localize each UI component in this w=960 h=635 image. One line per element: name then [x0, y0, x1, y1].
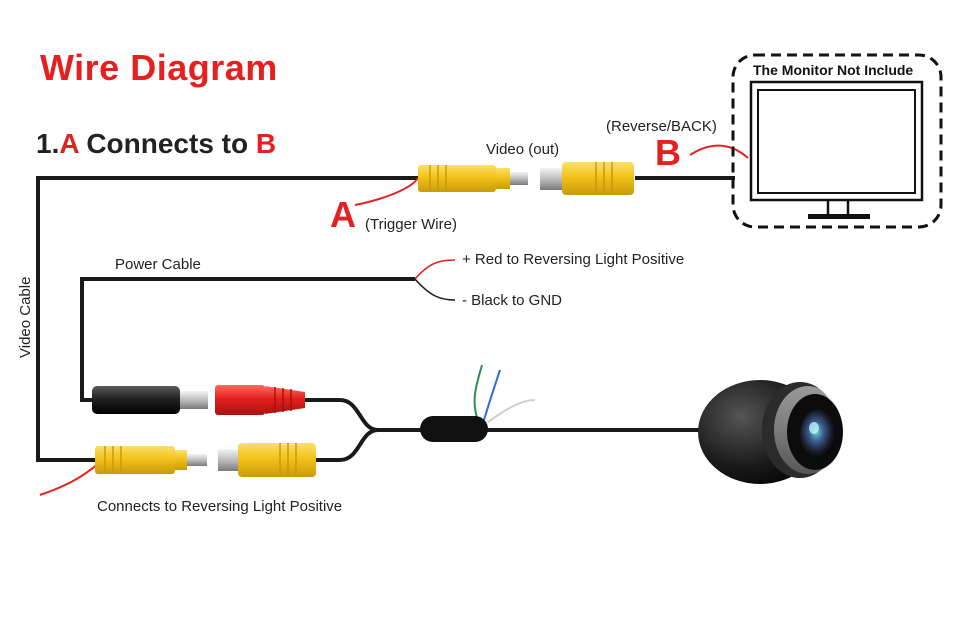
page-title: Wire Diagram — [40, 47, 278, 88]
rca-jack-b — [540, 162, 634, 195]
video-cable-label: Video Cable — [17, 276, 34, 358]
rca-plug-a — [418, 165, 528, 192]
thin-wire-green — [473, 364, 483, 421]
trigger-wire-b — [689, 144, 749, 159]
trigger-wire-label: (Trigger Wire) — [365, 216, 457, 233]
label-letter-b: B — [655, 132, 681, 173]
dc-power-jack — [215, 385, 305, 415]
monitor-placeholder — [731, 53, 943, 229]
video-cable-line — [36, 176, 420, 462]
y-cable-bottom — [315, 428, 379, 462]
black-wire-label: - Black to GND — [462, 292, 563, 309]
connects-reversing-label: Connects to Reversing Light Positive — [97, 498, 343, 515]
subtitle-middle: Connects to — [78, 128, 256, 159]
label-letter-a: A — [330, 194, 356, 235]
subtitle-prefix: 1. — [36, 128, 60, 159]
subtitle: 1.A Connects to B — [36, 128, 276, 160]
subtitle-from: A — [59, 128, 79, 159]
reversing-trigger-wire — [39, 461, 101, 496]
power-cable-label: Power Cable — [115, 256, 201, 273]
video-out-label: Video (out) — [486, 141, 560, 158]
monitor-not-included-label: The Monitor Not Include — [753, 62, 914, 78]
black-wire-split — [414, 278, 456, 301]
y-cable-top — [305, 398, 379, 432]
subtitle-to: B — [255, 128, 277, 159]
cable-junction-block — [420, 416, 488, 442]
rca-jack-bottom — [218, 443, 316, 477]
thin-wire-blue — [483, 369, 501, 421]
backup-camera — [698, 380, 843, 484]
trigger-wire-a — [354, 177, 419, 206]
dc-power-plug — [92, 386, 208, 414]
red-wire-split — [414, 259, 456, 280]
rca-plug-bottom — [95, 446, 207, 474]
thin-wire-white — [487, 399, 536, 423]
red-wire-label: + Red to Reversing Light Positive — [462, 251, 685, 268]
reverse-back-label: (Reverse/BACK) — [606, 118, 717, 135]
power-cable-line — [80, 277, 415, 402]
